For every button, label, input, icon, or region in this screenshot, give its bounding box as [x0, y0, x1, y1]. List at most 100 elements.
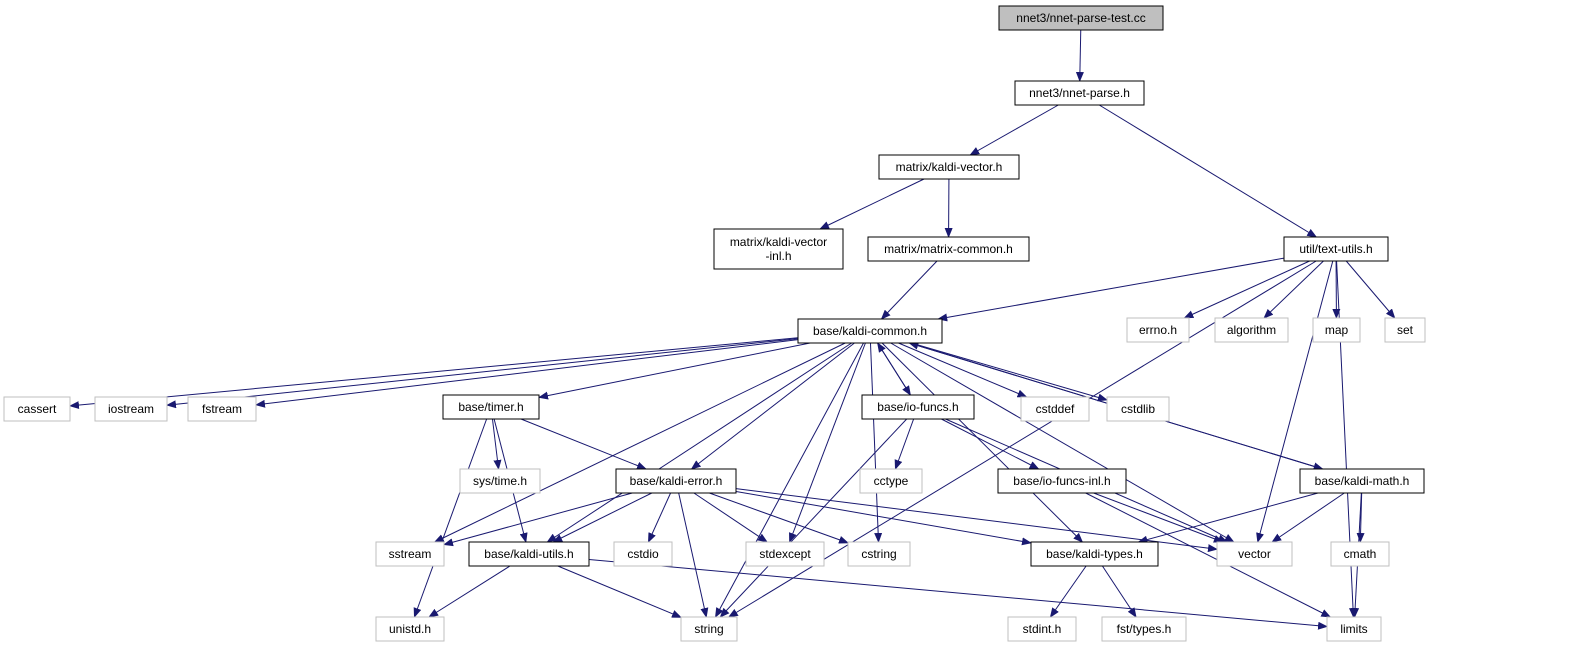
node-string: string: [680, 616, 738, 642]
node-box-matrix_common: [867, 236, 1030, 262]
node-kaldi_vector_inl[interactable]: matrix/kaldi-vector-inl.h: [713, 228, 844, 270]
node-box-iostream: [94, 396, 168, 422]
node-label-systime: sys/time.h: [473, 474, 527, 488]
node-set: set: [1384, 317, 1426, 343]
node-label-cmath: cmath: [1344, 547, 1377, 561]
node-box-nnet_parse: [1014, 80, 1145, 106]
edge-kaldi_utils-to-unistd: [428, 565, 511, 618]
node-label-kaldi_common: base/kaldi-common.h: [813, 324, 927, 338]
node-box-vector: [1216, 541, 1293, 567]
node-label-unistd: unistd.h: [389, 622, 431, 636]
node-box-text_utils: [1283, 236, 1389, 262]
edge-kaldi_common-to-kaldi_types: [881, 342, 1084, 543]
edge-io_funcs-to-kaldi_common: [877, 342, 911, 396]
node-box-cmath: [1330, 541, 1390, 567]
edge-kaldi_common-to-timer: [538, 342, 811, 400]
node-label-matrix_common: matrix/matrix-common.h: [884, 242, 1013, 256]
node-fstream: fstream: [187, 396, 257, 422]
node-label-nnet_parse: nnet3/nnet-parse.h: [1029, 86, 1130, 100]
node-kaldi_vector[interactable]: matrix/kaldi-vector.h: [878, 154, 1020, 180]
node-limits: limits: [1326, 616, 1382, 642]
nodes-layer: nnet3/nnet-parse-test.cc nnet3/nnet-parse…: [3, 5, 1426, 642]
node-label-io_funcs_inl: base/io-funcs-inl.h: [1013, 474, 1110, 488]
node-box-cctype: [859, 468, 923, 494]
edge-text_utils-to-kaldi_common: [937, 257, 1285, 322]
node-kaldi_utils[interactable]: base/kaldi-utils.h: [468, 541, 590, 567]
node-timer[interactable]: base/timer.h: [442, 394, 540, 420]
node-label-limits: limits: [1340, 622, 1367, 636]
node-label-sstream: sstream: [389, 547, 432, 561]
node-kaldi_common[interactable]: base/kaldi-common.h: [797, 318, 943, 344]
node-label-kaldi_vector_inl: matrix/kaldi-vector: [730, 235, 827, 249]
node-map: map: [1312, 317, 1361, 343]
edge-kaldi_error-to-kaldi_types: [735, 490, 1032, 546]
edge-nnet_parse-to-text_utils: [1098, 104, 1318, 238]
edge-kaldi_math-to-kaldi_types: [1137, 492, 1319, 544]
edge-kaldi_error-to-vector: [735, 488, 1218, 553]
node-box-kaldi_vector_inl: [713, 228, 844, 270]
edge-kaldi_common-to-kaldi_utils: [546, 342, 852, 543]
node-label-stdexcept: stdexcept: [759, 547, 811, 561]
edge-timer-to-kaldi_error: [520, 418, 647, 470]
node-label-cstdlib: cstdlib: [1121, 402, 1155, 416]
node-label-algorithm: algorithm: [1227, 323, 1276, 337]
node-box-stdexcept: [745, 541, 825, 567]
node-kaldi_error[interactable]: base/kaldi-error.h: [615, 468, 737, 494]
node-box-kaldi_common: [797, 318, 943, 344]
edge-kaldi_error-to-cstring: [709, 492, 849, 544]
edge-kaldi_common-to-stdexcept: [789, 342, 866, 543]
node-box-cassert: [3, 396, 71, 422]
node-systime: sys/time.h: [459, 468, 541, 494]
node-label-set: set: [1397, 323, 1414, 337]
edge-kaldi_math-to-vector: [1271, 492, 1345, 543]
node-box-kaldi_error: [615, 468, 737, 494]
node-sstream: sstream: [375, 541, 445, 567]
node-box-systime: [459, 468, 541, 494]
node-label-kaldi_types: base/kaldi-types.h: [1046, 547, 1143, 561]
node-box-errno: [1126, 317, 1190, 343]
node-box-stdint: [1007, 616, 1077, 642]
node-box-cstdio: [613, 541, 673, 567]
node-label-vector: vector: [1238, 547, 1271, 561]
node-box-kaldi_math: [1299, 468, 1425, 494]
edge-kaldi_common-to-cstring: [869, 342, 883, 543]
node-errno: errno.h: [1126, 317, 1190, 343]
node-cstddef: cstddef: [1020, 396, 1090, 422]
node-kaldi_math[interactable]: base/kaldi-math.h: [1299, 468, 1425, 494]
node-root[interactable]: nnet3/nnet-parse-test.cc: [998, 5, 1164, 31]
node-label-fstream: fstream: [202, 402, 242, 416]
edge-text_utils-to-algorithm: [1263, 260, 1324, 319]
edge-kaldi_vector-to-kaldi_vector_inl: [819, 178, 925, 230]
node-kaldi_types[interactable]: base/kaldi-types.h: [1030, 541, 1159, 567]
edge-kaldi_utils-to-string: [557, 565, 682, 618]
node-box-cstdlib: [1106, 396, 1170, 422]
edge-kaldi_error-to-string: [678, 492, 709, 618]
node-label-cassert: cassert: [18, 402, 57, 416]
edge-io_funcs_inl-to-vector: [1093, 492, 1224, 543]
node-label-iostream: iostream: [108, 402, 154, 416]
node-cassert: cassert: [3, 396, 71, 422]
node-label-kaldi_vector_inl: -inl.h: [765, 249, 791, 263]
edge-root-to-nnet_parse: [1075, 29, 1084, 82]
node-io_funcs_inl[interactable]: base/io-funcs-inl.h: [997, 468, 1127, 494]
node-nnet_parse[interactable]: nnet3/nnet-parse.h: [1014, 80, 1145, 106]
node-stdexcept: stdexcept: [745, 541, 825, 567]
node-label-stdint: stdint.h: [1023, 622, 1062, 636]
node-algorithm: algorithm: [1214, 317, 1289, 343]
node-label-cctype: cctype: [874, 474, 909, 488]
edge-text_utils-to-errno: [1183, 260, 1310, 319]
node-text_utils[interactable]: util/text-utils.h: [1283, 236, 1389, 262]
edge-text_utils-to-vector: [1256, 260, 1334, 543]
node-label-cstddef: cstddef: [1036, 402, 1075, 416]
edge-matrix_common-to-kaldi_common: [880, 260, 938, 320]
node-cstdlib: cstdlib: [1106, 396, 1170, 422]
edge-kaldi_error-to-kaldi_utils: [552, 492, 653, 543]
node-box-limits: [1326, 616, 1382, 642]
node-io_funcs[interactable]: base/io-funcs.h: [861, 394, 975, 420]
node-label-text_utils: util/text-utils.h: [1299, 242, 1372, 256]
edge-kaldi_types-to-stdint: [1049, 565, 1087, 618]
node-box-string: [680, 616, 738, 642]
edge-kaldi_common-to-cstdlib: [911, 342, 1108, 402]
node-label-io_funcs: base/io-funcs.h: [877, 400, 958, 414]
node-matrix_common[interactable]: matrix/matrix-common.h: [867, 236, 1030, 262]
